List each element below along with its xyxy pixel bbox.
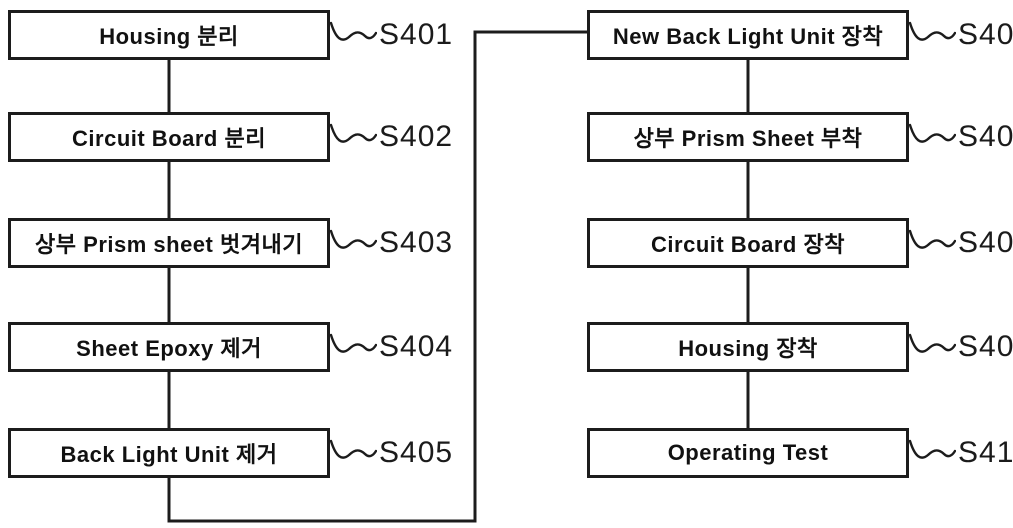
callout-s402: S402 <box>330 112 453 162</box>
callout-s410: S410 <box>909 428 1013 478</box>
leader-squiggle-icon <box>909 332 956 358</box>
flow-box-s404: Sheet Epoxy 제거 <box>8 322 330 372</box>
callout-s401: S401 <box>330 10 453 60</box>
flow-box-s410: Operating Test <box>587 428 909 478</box>
step-label: S403 <box>379 226 453 260</box>
step-label: S409 <box>958 330 1013 364</box>
leader-squiggle-icon <box>330 122 377 148</box>
flow-box-s403: 상부 Prism sheet 벗겨내기 <box>8 218 330 268</box>
step-label: S404 <box>379 330 453 364</box>
callout-s405: S405 <box>330 428 453 478</box>
flow-box-s408: Circuit Board 장착 <box>587 218 909 268</box>
flow-box-s401: Housing 분리 <box>8 10 330 60</box>
callout-s406: S406 <box>909 10 1013 60</box>
leader-squiggle-icon <box>330 332 377 358</box>
flow-box-s409: Housing 장착 <box>587 322 909 372</box>
flow-box-s402: Circuit Board 분리 <box>8 112 330 162</box>
step-label: S407 <box>958 120 1013 154</box>
step-label: S402 <box>379 120 453 154</box>
step-label: S410 <box>958 436 1013 470</box>
leader-squiggle-icon <box>330 228 377 254</box>
callout-s404: S404 <box>330 322 453 372</box>
step-label: S406 <box>958 18 1013 52</box>
callout-s403: S403 <box>330 218 453 268</box>
leader-squiggle-icon <box>330 438 377 464</box>
callout-s408: S408 <box>909 218 1013 268</box>
flow-box-s406: New Back Light Unit 장착 <box>587 10 909 60</box>
flow-box-s407: 상부 Prism Sheet 부착 <box>587 112 909 162</box>
leader-squiggle-icon <box>909 228 956 254</box>
step-label: S401 <box>379 18 453 52</box>
flow-box-s405: Back Light Unit 제거 <box>8 428 330 478</box>
leader-squiggle-icon <box>909 20 956 46</box>
callout-s407: S407 <box>909 112 1013 162</box>
leader-squiggle-icon <box>909 438 956 464</box>
step-label: S408 <box>958 226 1013 260</box>
leader-squiggle-icon <box>330 20 377 46</box>
step-label: S405 <box>379 436 453 470</box>
leader-squiggle-icon <box>909 122 956 148</box>
callout-s409: S409 <box>909 322 1013 372</box>
